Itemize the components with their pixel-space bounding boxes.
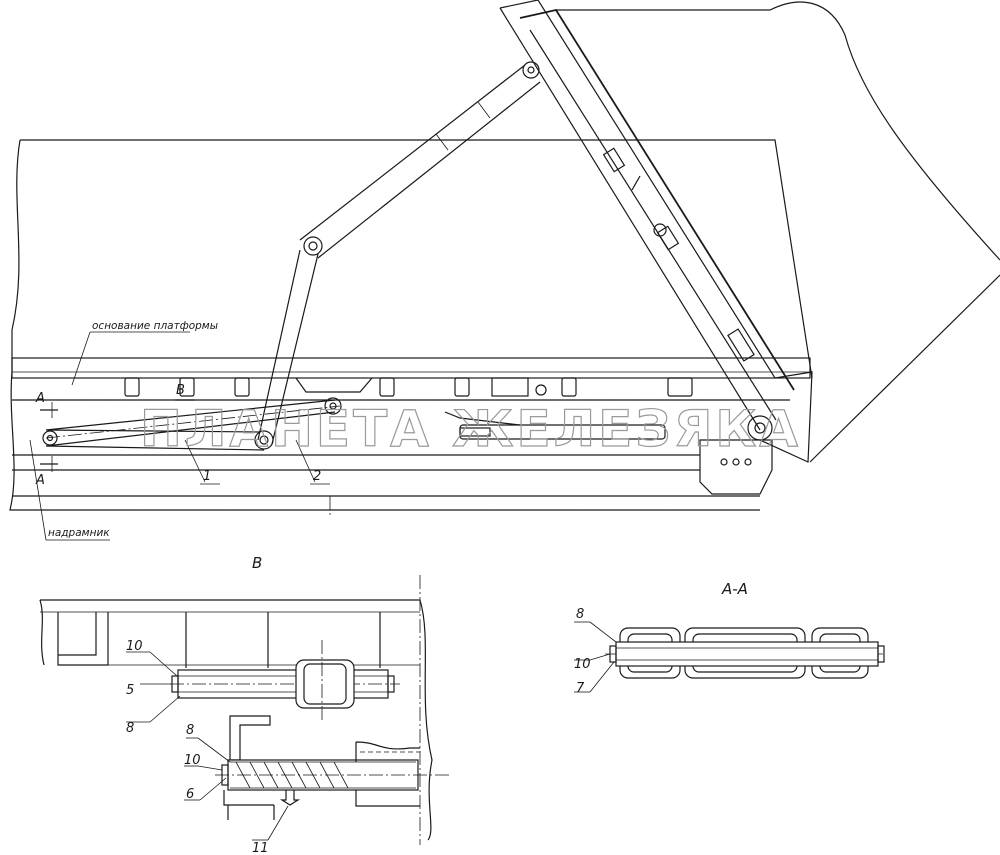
callout-1: 1 [203, 469, 211, 484]
callout-b-8a: 8 [126, 721, 134, 736]
callout-b-10b: 10 [184, 753, 201, 768]
callout-b-6: 6 [186, 787, 194, 802]
subframe-label: надрамник [48, 527, 110, 539]
section-a-a: А-А 8 10 7 [574, 580, 885, 696]
outer-panel [556, 1, 1000, 463]
view-b: В 10 [39, 554, 450, 855]
platform-base-plank [11, 357, 811, 379]
platform-body [9, 139, 813, 511]
raised-board [499, 0, 813, 463]
rear-bracket [699, 439, 773, 495]
callout-2: 2 [313, 469, 321, 484]
cross-member-slots [124, 377, 693, 397]
callout-b-11: 11 [252, 841, 269, 855]
callout-b-5: 5 [126, 683, 134, 698]
callout-b-8b: 8 [186, 723, 194, 738]
callout-aa-8: 8 [576, 607, 584, 622]
view-b-title: В [252, 554, 262, 572]
callout-aa-10: 10 [574, 657, 591, 672]
strut-linkage [42, 61, 541, 451]
callout-aa-7: 7 [576, 681, 585, 696]
section-mark-bottom: А [35, 473, 45, 488]
section-title: А-А [721, 580, 748, 598]
watermark: ПЛАНЕТА ЖЕЛЕЗЯКА [140, 400, 801, 458]
callout-b-10a: 10 [126, 639, 143, 654]
view-b-callouts: 10 5 8 8 10 6 11 [126, 639, 289, 855]
main-view: А А В основание платформы надрамник 1 2 [9, 0, 1000, 541]
section-mark-top: А [35, 391, 45, 406]
view-b-mark: В [176, 383, 185, 398]
section-markers: А А В [35, 383, 195, 488]
platform-base-label: основание платформы [92, 320, 218, 332]
